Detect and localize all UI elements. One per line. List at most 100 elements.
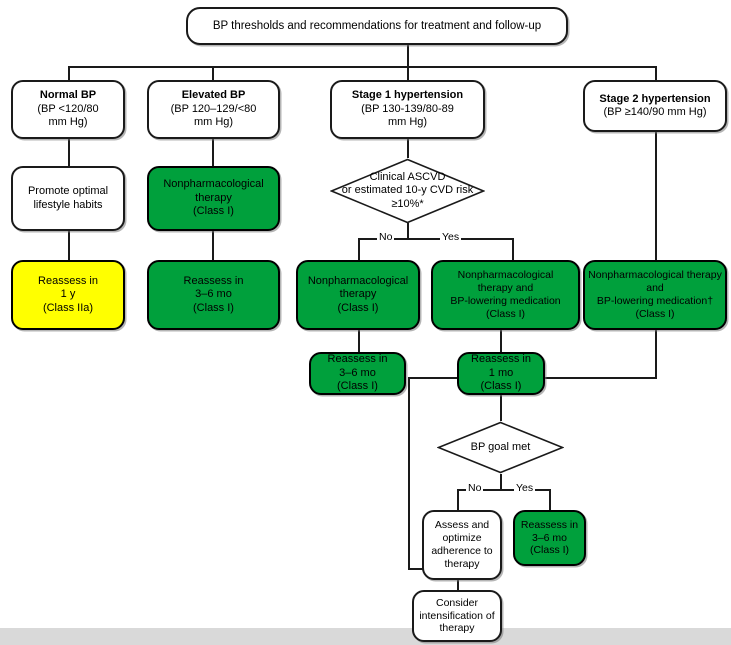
node-promote-lifestyle-line-2: lifestyle habits <box>33 198 103 211</box>
node-reassess-36-goal-line-3: (Class I) <box>529 544 570 557</box>
node-consider-line-3: therapy <box>439 622 475 635</box>
node-nonpharm-elevated-line-2: therapy <box>195 191 232 204</box>
node-normal-bp-line-2: (BP <120/80 <box>37 102 99 115</box>
node-nonpharm-med-stage1-yes: Nonpharmacological therapy and BP-loweri… <box>431 260 580 330</box>
connector-goal-no-drop <box>457 489 459 510</box>
node-consider-line-2: intensification of <box>419 609 495 622</box>
node-stage-1-hypertension: Stage 1 hypertension (BP 130-139/80-89 m… <box>330 80 485 139</box>
connector-normal-to-lifestyle <box>68 139 70 166</box>
connector-trunk-down <box>408 377 410 569</box>
node-promote-lifestyle-line-1: Promote optimal <box>27 185 109 198</box>
node-reassess-36-elevated-line-2: 3–6 mo <box>195 288 232 301</box>
node-title-line-1: BP thresholds and recommendations for tr… <box>212 19 542 32</box>
node-assess-adherence: Assess and optimize adherence to therapy <box>422 510 502 580</box>
node-nonpharm-med-stage2-line-3: BP-lowering medication† <box>596 295 714 307</box>
node-elevated-bp-line-3: mm Hg) <box>193 116 234 129</box>
node-nonpharm-med-stage2-line-4: (Class I) <box>635 307 675 320</box>
node-nonpharm-elevated: Nonpharmacological therapy (Class I) <box>147 166 280 231</box>
node-elevated-bp-line-1: Elevated BP <box>181 89 246 102</box>
node-bp-goal-decision: BP goal met <box>437 421 564 474</box>
connector-diamond-stem <box>407 223 409 239</box>
node-stage1-line-3: mm Hg) <box>387 116 428 129</box>
connector-trunk-into-assess <box>408 568 430 570</box>
node-assess-adherence-line-4: therapy <box>444 557 480 570</box>
connector-drop-stage2 <box>655 66 657 80</box>
node-ascvd-decision: Clinical ASCVD or estimated 10-y CVD ris… <box>330 158 485 224</box>
node-nonpharm-stage1-line-3: (Class I) <box>337 301 379 314</box>
node-reassess-1mo-line-2: 1 mo <box>488 366 514 379</box>
node-ascvd-line-2: or estimated 10-y CVD risk <box>341 184 474 197</box>
node-stage1-line-1: Stage 1 hypertension <box>351 89 464 102</box>
connector-lifestyle-to-reassess1y <box>68 231 70 260</box>
node-nonpharm-med-stage1-line-2: therapy and <box>477 282 534 295</box>
edge-label-goal-yes: Yes <box>514 482 536 495</box>
node-reassess-36-stage1-line-1: Reassess in <box>327 353 388 366</box>
node-reassess-36-stage1-line-2: 3–6 mo <box>339 366 376 379</box>
node-nonpharm-stage1-no: Nonpharmacological therapy (Class I) <box>296 260 420 330</box>
edge-label-ascvd-no: No <box>377 231 395 244</box>
node-reassess-36-stage1-line-3: (Class I) <box>337 380 378 393</box>
edge-label-ascvd-yes: Yes <box>440 231 462 244</box>
connector-drop-normal <box>68 66 70 80</box>
node-nonpharm-med-stage2-line-2: and <box>646 282 664 295</box>
node-stage2-line-1: Stage 2 hypertension <box>599 92 711 105</box>
node-nonpharm-stage1-line-2: therapy <box>339 288 377 301</box>
node-reassess-36-elevated-line-3: (Class I) <box>193 301 234 314</box>
node-bp-goal-decision-text: BP goal met <box>471 441 531 454</box>
connector-reassess1mo-to-goal <box>500 395 502 421</box>
connector-stage2-to-green <box>655 132 657 260</box>
node-elevated-bp-line-2: (BP 120–129/<80 <box>170 102 257 115</box>
connector-drop-stage1 <box>407 66 409 80</box>
node-reassess-1y-line-1: Reassess in <box>38 274 98 287</box>
node-reassess-3-6mo-goal: Reassess in 3–6 mo (Class I) <box>513 510 586 566</box>
node-reassess-3-6mo-elevated: Reassess in 3–6 mo (Class I) <box>147 260 280 330</box>
node-title: BP thresholds and recommendations for tr… <box>186 7 568 45</box>
node-reassess-1mo-line-1: Reassess in <box>471 353 531 366</box>
node-assess-adherence-line-1: Assess and <box>434 519 490 532</box>
node-nonpharm-elevated-line-3: (Class I) <box>193 205 234 218</box>
node-promote-lifestyle: Promote optimal lifestyle habits <box>11 166 125 231</box>
node-ascvd-line-3: ≥10%* <box>391 197 424 210</box>
node-elevated-bp: Elevated BP (BP 120–129/<80 mm Hg) <box>147 80 280 139</box>
node-assess-adherence-line-2: optimize <box>442 532 482 545</box>
connector-no-box-to-reassess <box>358 330 360 352</box>
connector-goal-stem <box>500 474 502 490</box>
edge-label-goal-no: No <box>466 482 484 495</box>
node-nonpharm-med-stage1-line-1: Nonpharmacological <box>457 269 554 282</box>
node-nonpharm-med-stage2: Nonpharmacological therapy and BP-loweri… <box>583 260 727 330</box>
node-nonpharm-med-stage1-line-3: BP-lowering medication <box>450 295 561 307</box>
node-consider-line-1: Consider <box>435 596 479 609</box>
node-reassess-1mo: Reassess in 1 mo (Class I) <box>457 352 545 395</box>
node-reassess-1y-line-3: (Class IIa) <box>42 301 94 314</box>
connector-stage2green-left <box>545 377 657 379</box>
connector-goal-branch <box>457 489 549 491</box>
diamond-shape <box>437 421 564 474</box>
connector-title-down <box>407 45 409 67</box>
node-ascvd-decision-text: Clinical ASCVD or estimated 10-y CVD ris… <box>342 171 473 211</box>
node-reassess-1y-line-2: 1 y <box>60 288 76 301</box>
node-normal-bp-line-1: Normal BP <box>39 89 97 102</box>
connector-nonpharm-to-reassess36 <box>212 231 214 260</box>
node-nonpharm-stage1-line-1: Nonpharmacological <box>307 274 409 287</box>
node-nonpharm-med-stage1-line-4: (Class I) <box>485 307 526 320</box>
connector-elevated-to-nonpharm <box>212 139 214 166</box>
node-reassess-3-6mo-stage1: Reassess in 3–6 mo (Class I) <box>309 352 406 395</box>
connector-stage1-to-diamond <box>407 139 409 158</box>
node-normal-bp: Normal BP (BP <120/80 mm Hg) <box>11 80 125 139</box>
node-reassess-36-goal-line-2: 3–6 mo <box>531 531 568 544</box>
diamond-shape <box>330 158 485 224</box>
connector-yes-box-to-reassess1mo <box>500 330 502 352</box>
connector-reassess36-to-trunk <box>408 377 457 379</box>
node-bp-goal-line-1: BP goal met <box>470 440 531 453</box>
node-reassess-36-goal-line-1: Reassess in <box>520 518 579 531</box>
connector-ascvd-no-drop <box>358 238 360 260</box>
node-assess-adherence-line-3: adherence to <box>431 545 493 557</box>
node-stage1-line-2: (BP 130-139/80-89 <box>361 102 454 115</box>
connector-stage2green-down <box>655 330 657 377</box>
node-consider-intensification: Consider intensification of therapy <box>412 590 502 642</box>
node-reassess-36-elevated-line-1: Reassess in <box>183 274 244 287</box>
connector-main-distributor <box>68 66 657 68</box>
node-nonpharm-med-stage2-line-1: Nonpharmacological therapy <box>588 269 722 282</box>
connector-ascvd-branch <box>358 238 513 240</box>
